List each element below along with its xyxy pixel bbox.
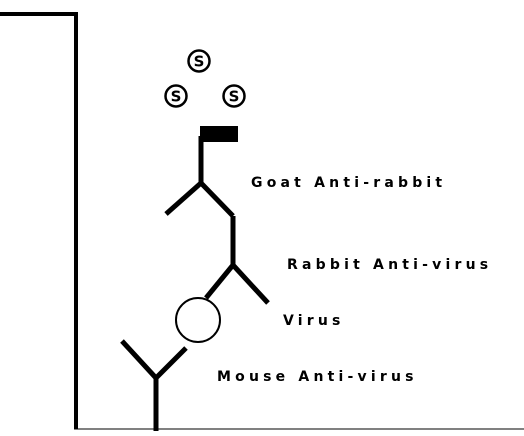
substrate-symbol: S [229,88,240,106]
virus-particle [176,298,220,342]
solid-phase-surface [0,12,524,429]
goat-antibody-shape [166,136,233,216]
substrate-molecule: S [166,86,187,107]
substrate-symbol: S [171,88,182,106]
enzyme-label-flag [200,126,238,142]
substrate-molecule: S [224,86,245,107]
mouse-anti-virus-label: Mouse Anti-virus [217,369,418,385]
mouse-antibody-shape [122,341,186,431]
virus-label: Virus [283,313,345,329]
substrate-molecule: S [189,51,210,72]
rabbit-antibody-shape [206,216,268,303]
substrate-symbol: S [194,53,205,71]
rabbit-anti-virus-label: Rabbit Anti-virus [287,257,492,273]
goat-anti-rabbit-label: Goat Anti-rabbit [251,175,446,191]
